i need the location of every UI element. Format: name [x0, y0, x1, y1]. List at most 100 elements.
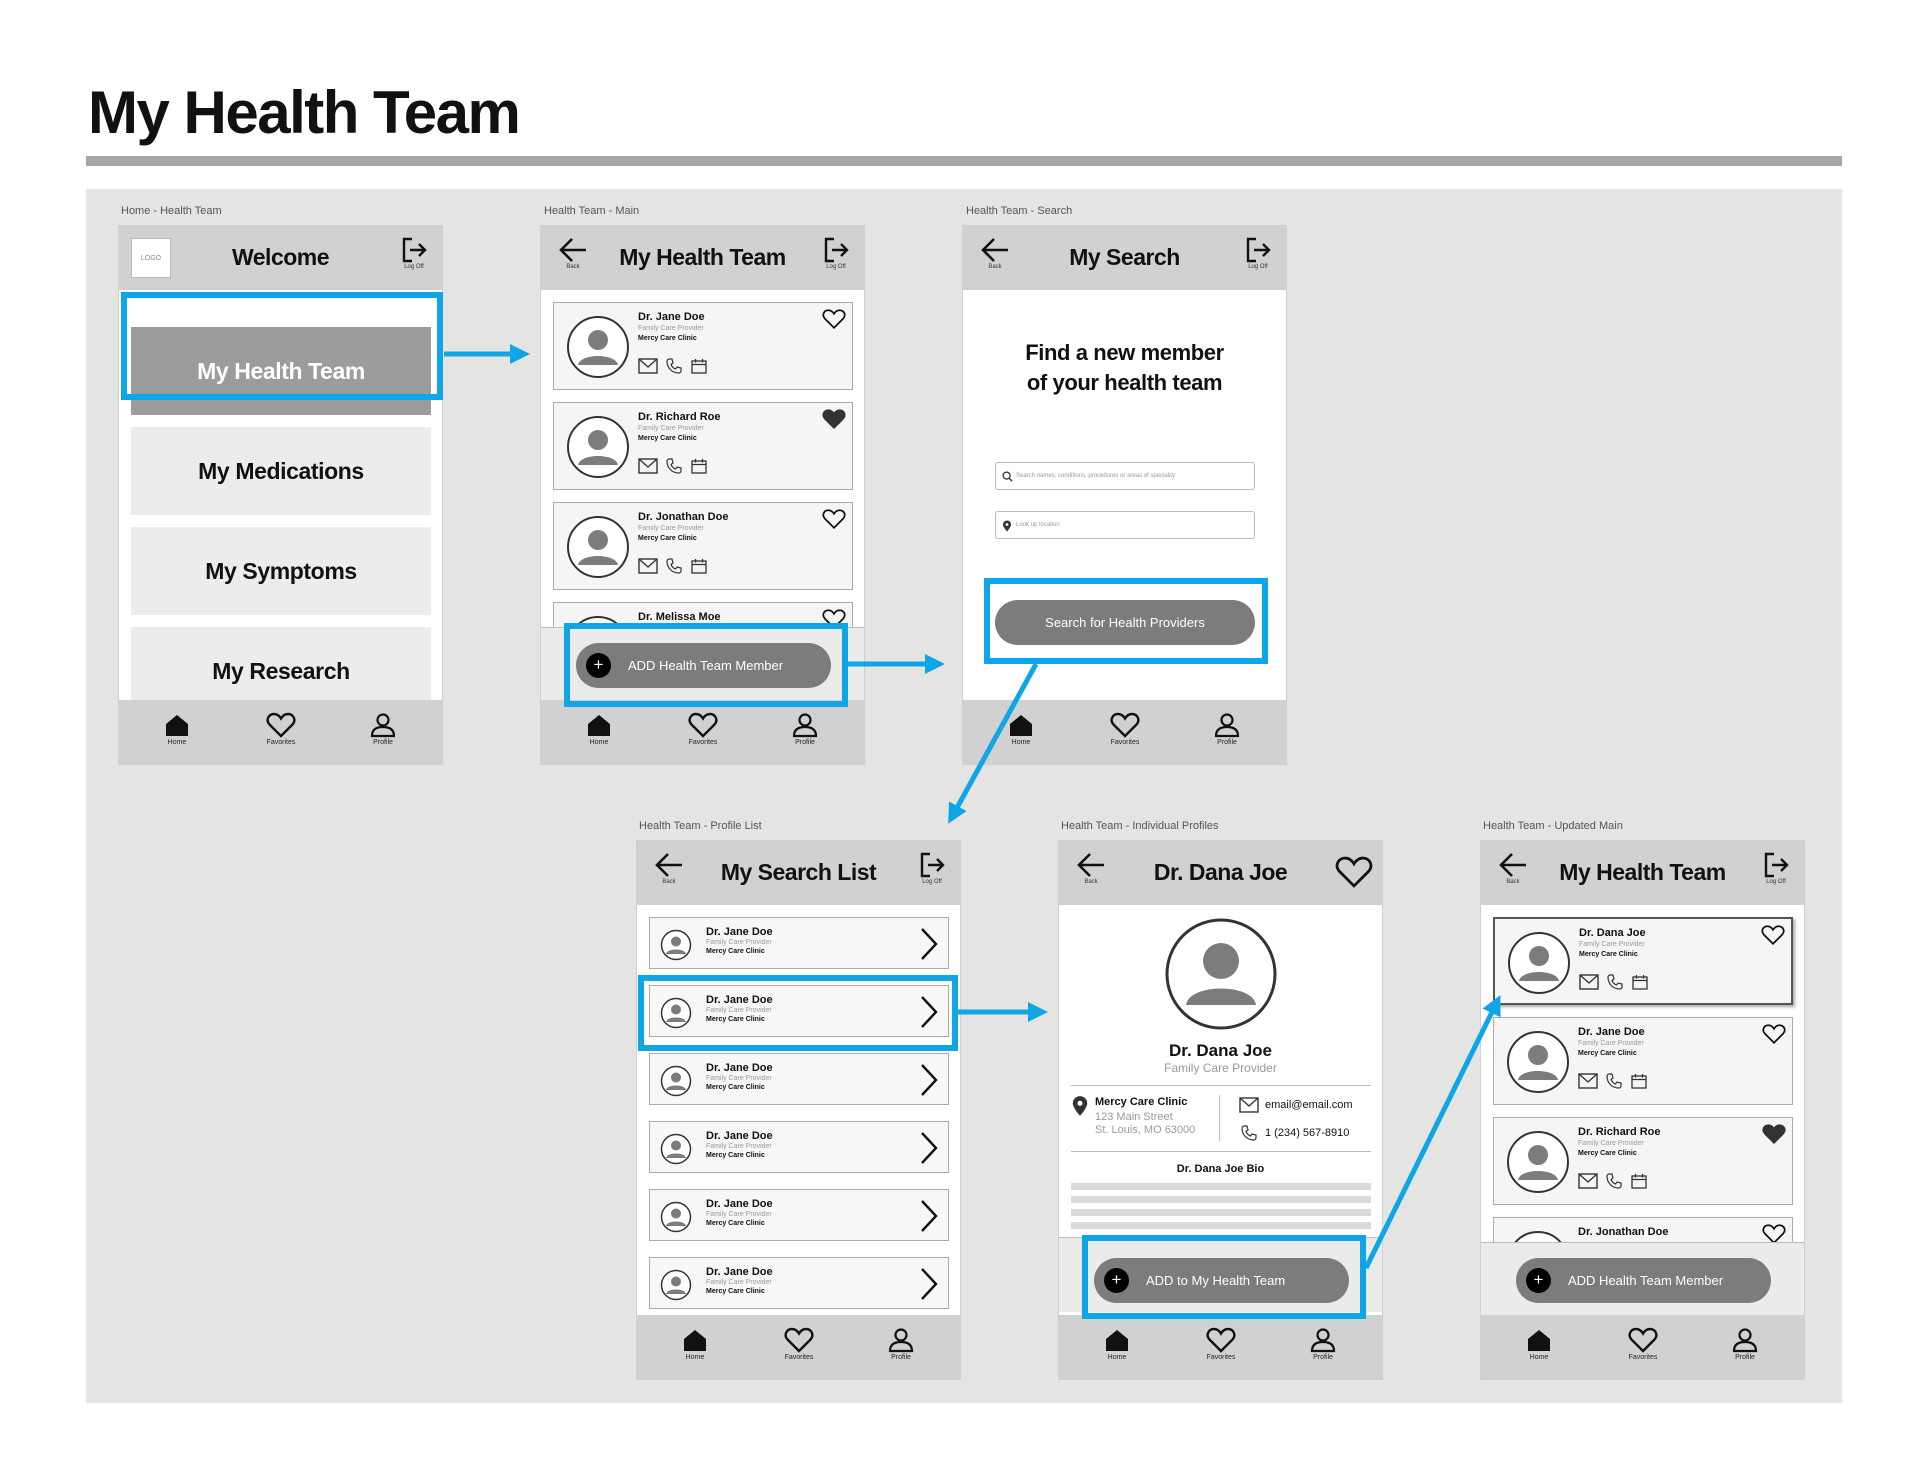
nav-profile[interactable]: Profile	[1197, 712, 1257, 746]
list-item[interactable]: Dr. Jane Doe Family Care Provider Mercy …	[649, 1189, 949, 1241]
nav-profile[interactable]: Profile	[1715, 1327, 1775, 1361]
nav-profile[interactable]: Profile	[353, 712, 413, 746]
nav-favorites[interactable]: Favorites	[769, 1327, 829, 1361]
nav-profile[interactable]: Profile	[775, 712, 835, 746]
logoff-button[interactable]: Log Off	[394, 236, 434, 284]
calendar-icon[interactable]	[1631, 1073, 1647, 1089]
provider-card-new[interactable]: Dr. Dana Joe Family Care Provider Mercy …	[1493, 917, 1793, 1005]
nav-home[interactable]: Home	[1087, 1327, 1147, 1361]
calendar-icon[interactable]	[691, 458, 707, 474]
heart-filled-icon[interactable]	[822, 408, 846, 430]
search-icon	[1002, 471, 1013, 482]
nav-favorites[interactable]: Favorites	[251, 712, 311, 746]
search-input[interactable]: Search names, conditions, procedures or …	[995, 462, 1255, 490]
logoff-button[interactable]: Log Off	[816, 236, 856, 284]
list-item[interactable]: Dr. Jane Doe Family Care Provider Mercy …	[649, 1053, 949, 1105]
nav-favorites[interactable]: Favorites	[1191, 1327, 1251, 1361]
provider-card[interactable]: Dr. Jane Doe Family Care Provider Mercy …	[553, 302, 853, 390]
add-to-my-health-team-button[interactable]: + ADD to My Health Team	[1094, 1258, 1349, 1303]
provider-name: Dr. Jonathan Doe	[638, 511, 729, 523]
provider-specialty: Family Care Provider	[706, 1143, 772, 1150]
nav-home[interactable]: Home	[147, 712, 207, 746]
list-item[interactable]: Dr. Jane Doe Family Care Provider Mercy …	[649, 985, 949, 1037]
provider-card[interactable]: Dr. Jane Doe Family Care Provider Mercy …	[1493, 1017, 1793, 1105]
provider-card[interactable]: Dr. Jonathan Doe Family Care Provider Me…	[553, 502, 853, 590]
nav-favorites-label: Favorites	[266, 739, 296, 746]
provider-specialty: Family Care Provider	[706, 1007, 772, 1014]
nav-home[interactable]: Home	[569, 712, 629, 746]
person-icon	[888, 1328, 914, 1353]
provider-card[interactable]: Dr. Richard Roe Family Care Provider Mer…	[1493, 1117, 1793, 1205]
back-button[interactable]: Back	[553, 236, 593, 284]
nav-home[interactable]: Home	[665, 1327, 725, 1361]
menu-my-medications[interactable]: My Medications	[131, 427, 431, 515]
phone-icon[interactable]	[666, 458, 683, 474]
bottom-nav: Home Favorites Profile	[541, 700, 864, 764]
mail-icon[interactable]	[638, 358, 658, 374]
phone-icon[interactable]	[1606, 1073, 1623, 1089]
mail-icon[interactable]	[1578, 1073, 1598, 1089]
add-health-team-member-button[interactable]: + ADD Health Team Member	[1516, 1258, 1771, 1303]
menu-my-health-team[interactable]: My Health Team	[131, 327, 431, 415]
phone-icon[interactable]	[666, 558, 683, 574]
phone-icon[interactable]	[1607, 974, 1624, 990]
back-button[interactable]: Back	[1493, 851, 1533, 899]
nav-home[interactable]: Home	[1509, 1327, 1569, 1361]
list-item[interactable]: Dr. Jane Doe Family Care Provider Mercy …	[649, 1257, 949, 1309]
profile-phone[interactable]: 1 (234) 567-8910	[1265, 1127, 1350, 1139]
location-input[interactable]: Look up location	[995, 511, 1255, 539]
back-button[interactable]: Back	[975, 236, 1015, 284]
back-caption: Back	[1506, 879, 1520, 885]
favorite-button[interactable]	[1334, 855, 1374, 903]
heart-outline-icon[interactable]	[1762, 1023, 1786, 1045]
calendar-icon[interactable]	[1631, 1173, 1647, 1189]
heart-outline-icon[interactable]	[822, 608, 846, 630]
avatar-icon	[660, 1065, 692, 1097]
nav-favorites-label: Favorites	[1110, 739, 1140, 746]
nav-home[interactable]: Home	[991, 712, 1051, 746]
arrow-left-icon	[559, 238, 586, 262]
avatar-icon	[567, 316, 629, 378]
mail-icon[interactable]	[1578, 1173, 1598, 1189]
provider-clinic: Mercy Care Clinic	[638, 435, 697, 442]
back-button[interactable]: Back	[649, 851, 689, 899]
location-pin-icon	[1003, 520, 1011, 532]
heart-icon	[1110, 712, 1140, 738]
menu-my-symptoms[interactable]: My Symptoms	[131, 527, 431, 615]
add-button-area: + ADD to My Health Team	[1059, 1237, 1382, 1312]
logoff-button[interactable]: Log Off	[912, 851, 952, 899]
logoff-button[interactable]: Log Off	[1238, 236, 1278, 284]
calendar-icon[interactable]	[691, 558, 707, 574]
phone-icon[interactable]	[1606, 1173, 1623, 1189]
logout-icon	[824, 237, 849, 263]
phone-icon[interactable]	[666, 358, 683, 374]
mail-icon[interactable]	[638, 558, 658, 574]
heart-outline-icon[interactable]	[822, 308, 846, 330]
heart-outline-icon[interactable]	[1761, 924, 1785, 946]
mail-icon[interactable]	[638, 458, 658, 474]
nav-profile[interactable]: Profile	[871, 1327, 931, 1361]
heart-outline-icon[interactable]	[1762, 1223, 1786, 1245]
add-health-team-member-button[interactable]: + ADD Health Team Member	[576, 643, 831, 688]
profile-email[interactable]: email@email.com	[1265, 1099, 1353, 1111]
heart-filled-icon[interactable]	[1762, 1123, 1786, 1145]
mail-icon[interactable]	[1239, 1097, 1259, 1113]
calendar-icon[interactable]	[691, 358, 707, 374]
list-item[interactable]: Dr. Jane Doe Family Care Provider Mercy …	[649, 1121, 949, 1173]
logoff-button[interactable]: Log Off	[1756, 851, 1796, 899]
location-placeholder: Look up location	[1016, 522, 1060, 528]
calendar-icon[interactable]	[1632, 974, 1648, 990]
back-button[interactable]: Back	[1071, 851, 1111, 899]
nav-favorites[interactable]: Favorites	[1095, 712, 1155, 746]
list-item[interactable]: Dr. Jane Doe Family Care Provider Mercy …	[649, 917, 949, 969]
heart-outline-icon[interactable]	[822, 508, 846, 530]
profile-bio-title: Dr. Dana Joe Bio	[1176, 1163, 1265, 1175]
phone-icon[interactable]	[1241, 1125, 1257, 1141]
nav-favorites[interactable]: Favorites	[1613, 1327, 1673, 1361]
nav-favorites[interactable]: Favorites	[673, 712, 733, 746]
mail-icon[interactable]	[1579, 974, 1599, 990]
bottom-nav: Home Favorites Profile	[119, 700, 442, 764]
provider-card[interactable]: Dr. Richard Roe Family Care Provider Mer…	[553, 402, 853, 490]
nav-profile[interactable]: Profile	[1293, 1327, 1353, 1361]
search-providers-button[interactable]: Search for Health Providers	[995, 600, 1255, 645]
